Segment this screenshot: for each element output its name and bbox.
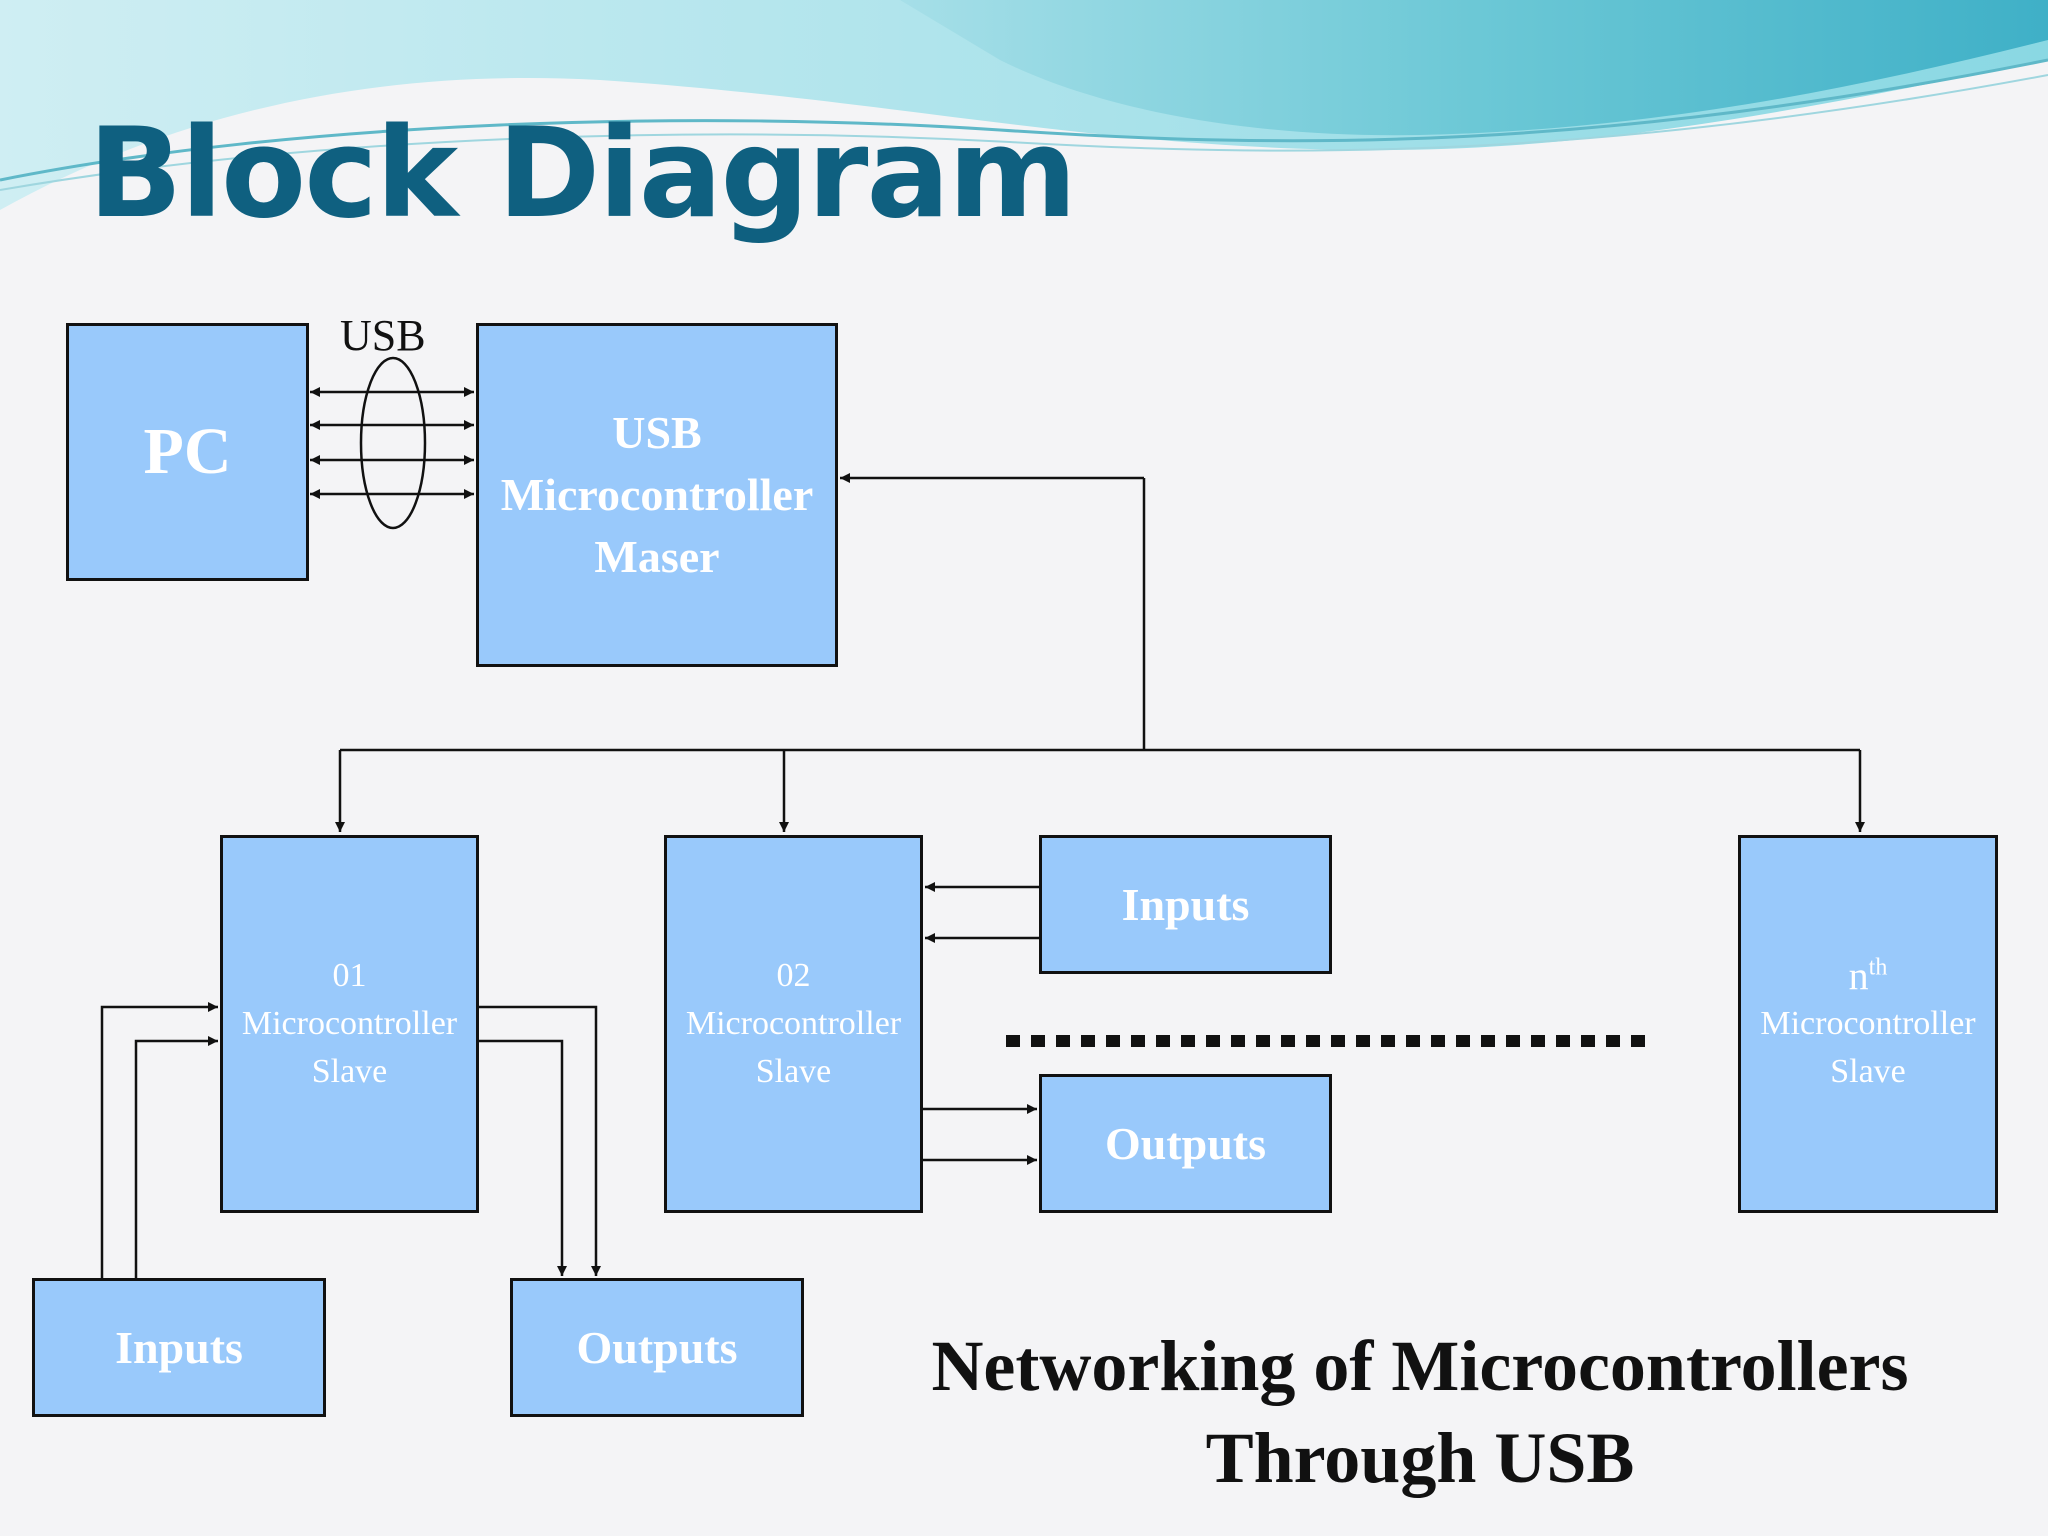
slave1-input-line-1 [100, 1002, 218, 1278]
slave1-inputs-block: Inputs [32, 1278, 326, 1417]
usb-link-label: USB [340, 311, 426, 360]
slave-01-block: 01 Microcontroller Slave [220, 835, 479, 1213]
slaveN-suffix: th [1868, 954, 1888, 981]
slaveN-ordinal: nth [1849, 952, 1888, 1000]
header-wave-decoration [0, 0, 2048, 210]
slave2-line-1: 02 [776, 957, 811, 994]
slave1-outputs-block: Outputs [510, 1278, 804, 1417]
slave1-input-line-2 [134, 1036, 218, 1278]
slave1-inputs-label: Inputs [115, 1322, 243, 1373]
slave2-inputs-label: Inputs [1121, 879, 1250, 930]
slide-title: Block Diagram [88, 102, 1077, 246]
slaveN-line-3: Slave [1830, 1053, 1906, 1090]
slave2-outputs-label: Outputs [1104, 1118, 1267, 1169]
caption-line-2: Through USB [1205, 1418, 1635, 1498]
slaveN-prefix: n [1848, 953, 1869, 998]
pc-block: PC [66, 323, 309, 581]
slave1-line-1: 01 [332, 957, 367, 994]
slave-02-block: 02 Microcontroller Slave [664, 835, 923, 1213]
slave1-outputs-label: Outputs [576, 1322, 738, 1373]
usb-master-block: USB Microcontroller Maser [476, 323, 838, 667]
slaveN-line-2: Microcontroller [1760, 1005, 1976, 1042]
master-line-2: Microcontroller [500, 469, 814, 520]
slave1-line-3: Slave [311, 1053, 388, 1090]
slave1-output-line-2 [479, 1039, 567, 1276]
pc-label: PC [143, 415, 232, 488]
master-line-1: USB [612, 407, 702, 458]
caption-line-1: Networking of Microcontrollers [931, 1326, 1909, 1406]
slave2-inputs-block: Inputs [1039, 835, 1332, 974]
slave2-outputs-block: Outputs [1039, 1074, 1332, 1213]
usb-bundle-ellipse [359, 356, 427, 530]
master-line-3: Maser [594, 531, 720, 582]
slave1-output-line-1 [479, 1005, 601, 1276]
slave-nth-block: nth Microcontroller Slave [1738, 835, 1998, 1213]
slave2-line-3: Slave [755, 1053, 832, 1090]
diagram-caption: Networking of Microcontrollers Through U… [880, 1320, 1960, 1504]
slave1-line-2: Microcontroller [241, 1005, 458, 1042]
slave2-line-2: Microcontroller [685, 1005, 902, 1042]
